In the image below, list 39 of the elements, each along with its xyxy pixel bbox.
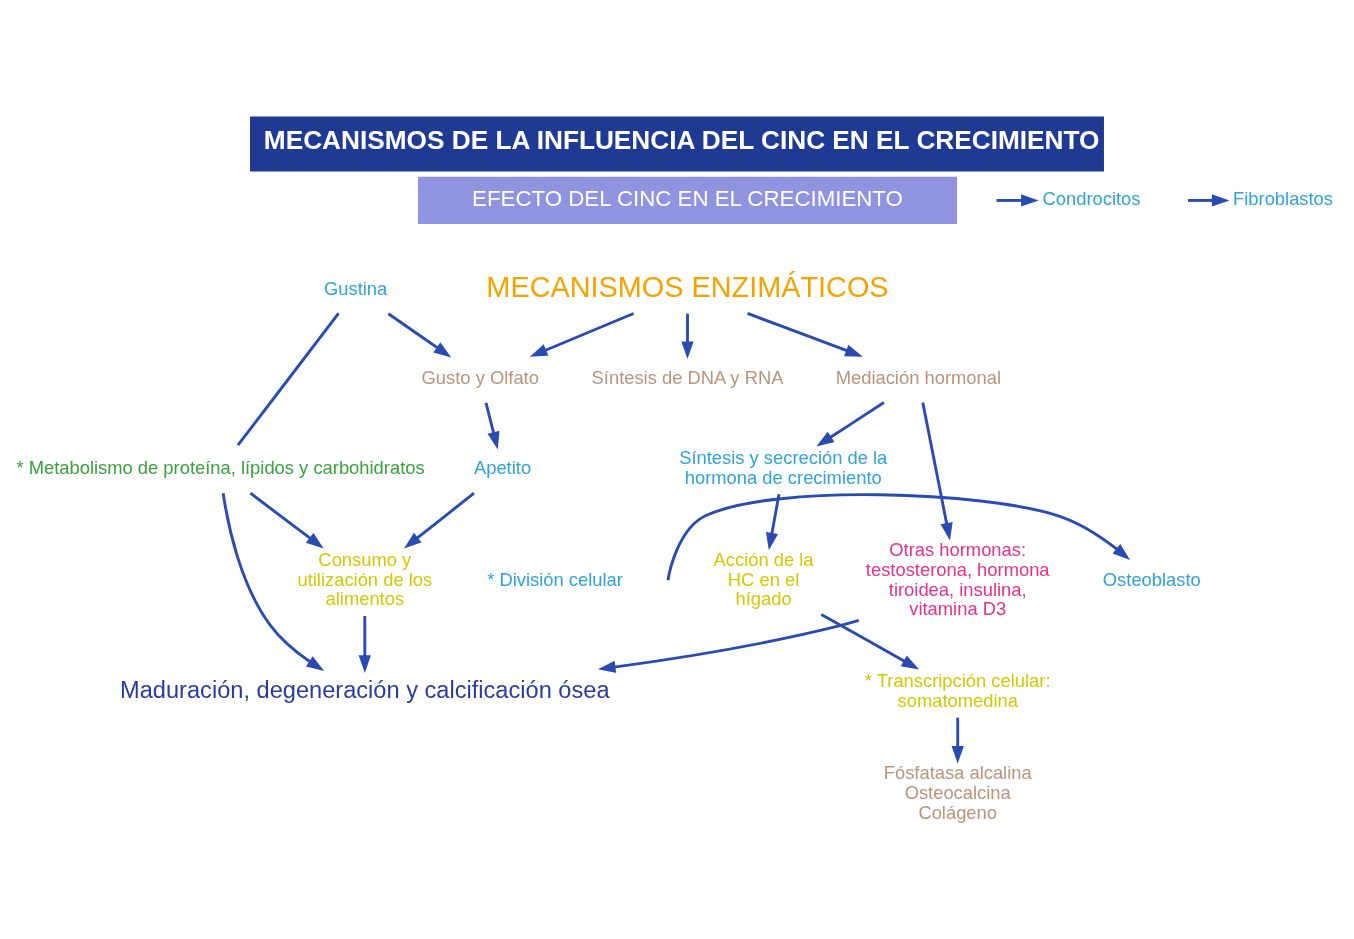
arrow xyxy=(484,401,500,449)
arrow xyxy=(666,492,1131,581)
diagram-title: MECANISMOS DE LA INFLUENCIA DEL CINC EN EL CRECIMIENTO xyxy=(263,124,1100,155)
node-text: Consumo y utilización de los alimentos xyxy=(297,548,433,609)
node-text: Osteoblasto xyxy=(1102,568,1201,590)
arrow xyxy=(816,400,885,446)
node-text: Síntesis de DNA y RNA xyxy=(591,366,784,388)
arrow xyxy=(249,491,324,548)
arrow xyxy=(387,312,452,357)
arrow xyxy=(529,311,635,357)
arrow xyxy=(747,311,863,357)
arrow xyxy=(404,491,475,549)
arrow xyxy=(358,615,371,673)
node-text: Fibroblastos xyxy=(1233,187,1334,209)
arrow xyxy=(681,313,694,359)
node-text: Mediación hormonal xyxy=(835,366,1002,388)
node-text: * Transcripción celular: somatomedina xyxy=(864,669,1051,711)
node-text: Gusto y Olfato xyxy=(421,366,539,388)
node-text: Acción de la HC en el hígado xyxy=(713,548,814,609)
node-text: MECANISMOS ENZIMÁTICOS xyxy=(486,270,889,303)
connector xyxy=(236,312,340,446)
arrow xyxy=(1188,193,1230,207)
label: EFECTO DEL CINC EN EL CRECIMIENTO xyxy=(472,185,903,211)
arrow xyxy=(921,401,953,540)
node-text: Otras hormonas: testosterona, hormona tiroidea, insulina, vitamina D3 xyxy=(865,538,1050,619)
arrow xyxy=(820,612,920,669)
arrow xyxy=(221,492,325,671)
node-text: Maduración, degeneración y calcificación ósea xyxy=(120,676,610,703)
node-text: Gustina xyxy=(323,276,388,298)
node-text: * División celular xyxy=(487,568,623,590)
node-text: Apetito xyxy=(473,456,532,478)
node-text: Fósfatasa alcalina Osteocalcina Colágeno xyxy=(883,761,1032,823)
arrow xyxy=(951,717,964,764)
arrow xyxy=(996,193,1039,207)
node-text: Condrocitos xyxy=(1042,187,1141,209)
arrow xyxy=(597,618,860,673)
node-text: Síntesis y secreción de la hormona de crecimiento xyxy=(679,446,888,488)
arrow xyxy=(765,493,781,550)
node-text: * Metabolismo de proteína, lípidos y carbohidratos xyxy=(16,456,425,478)
